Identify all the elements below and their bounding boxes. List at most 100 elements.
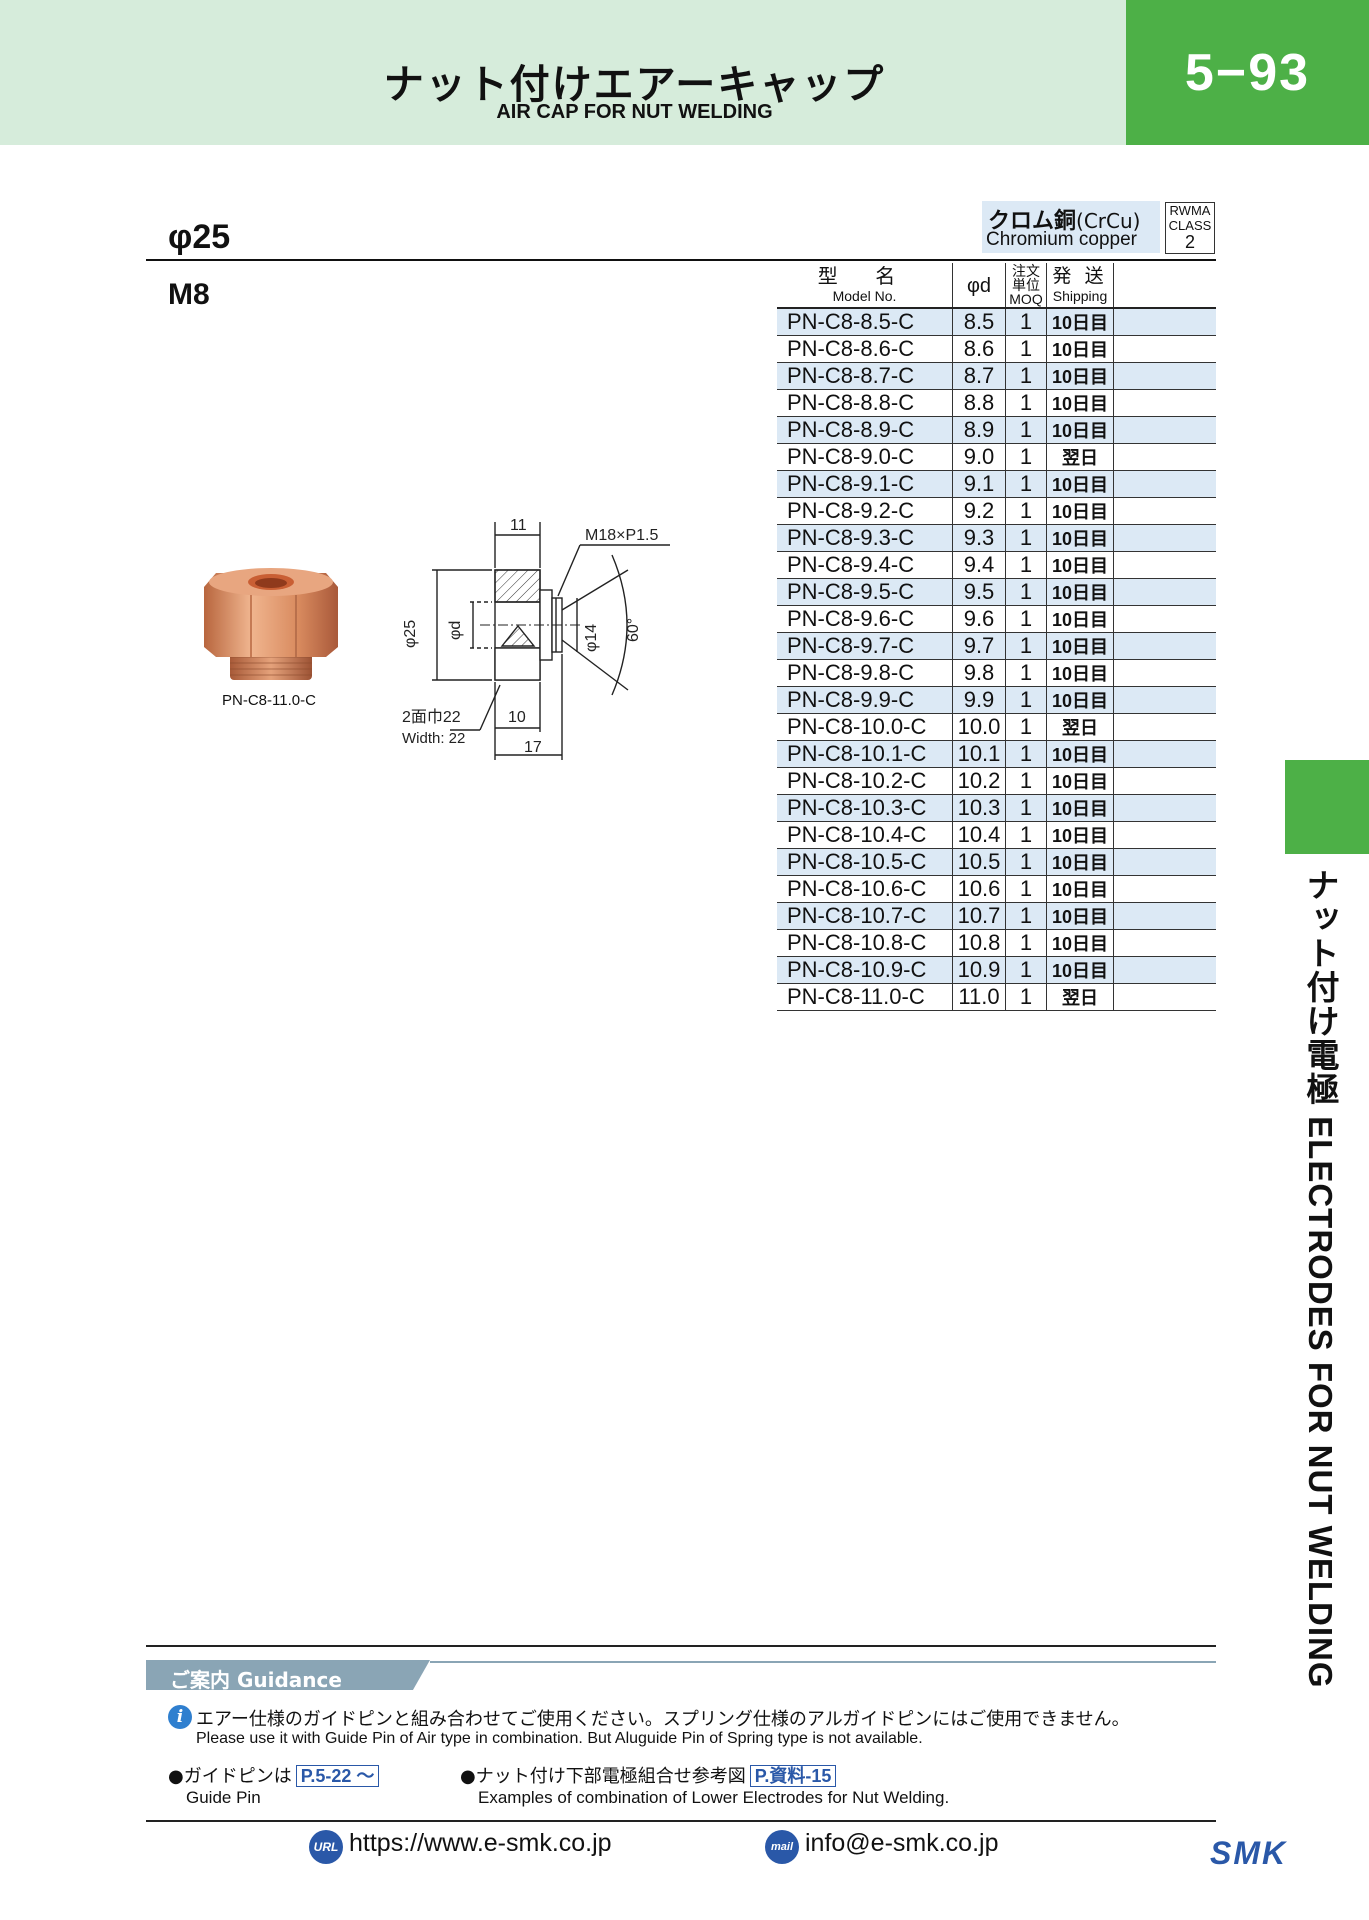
cell-model: PN-C8-10.1-C bbox=[777, 740, 953, 768]
cell-phid: 8.9 bbox=[952, 416, 1006, 444]
cell-blank bbox=[1113, 335, 1216, 363]
cell-model: PN-C8-9.5-C bbox=[777, 578, 953, 606]
header-model-ja: 型 名 bbox=[817, 266, 912, 288]
cell-blank bbox=[1113, 902, 1216, 930]
guide-pin-en: Guide Pin bbox=[186, 1788, 261, 1807]
footer-email[interactable]: info@e-smk.co.jp bbox=[805, 1829, 999, 1857]
guide-pin-label: ●ガイドピンは bbox=[168, 1766, 292, 1787]
cell-blank bbox=[1113, 659, 1216, 687]
cell-blank bbox=[1113, 362, 1216, 390]
cell-model: PN-C8-10.7-C bbox=[777, 902, 953, 930]
cell-moq: 1 bbox=[1005, 308, 1047, 336]
material-name: クロム銅 bbox=[988, 209, 1077, 234]
cell-phid: 10.2 bbox=[952, 767, 1006, 795]
cell-phid: 10.9 bbox=[952, 956, 1006, 984]
guidance-tag-label: ご案内 Guidance bbox=[170, 1668, 342, 1692]
cell-blank bbox=[1113, 632, 1216, 660]
product-photo bbox=[204, 568, 338, 680]
cell-moq: 1 bbox=[1005, 848, 1047, 876]
header-moq-ja2: 単位 bbox=[1012, 277, 1040, 293]
cell-blank bbox=[1113, 929, 1216, 957]
cell-phid: 9.5 bbox=[952, 578, 1006, 606]
section-rule bbox=[146, 259, 1216, 261]
url-icon: URL bbox=[309, 1830, 343, 1864]
guidance-line bbox=[430, 1661, 1216, 1663]
header-phid-label: φd bbox=[966, 275, 992, 297]
cell-model: PN-C8-9.3-C bbox=[777, 524, 953, 552]
cell-model: PN-C8-9.0-C bbox=[777, 443, 953, 471]
technical-drawing: 11 M18×P1.5 φ25 φd φ14 60° 2面巾22 Width: … bbox=[402, 517, 670, 760]
mail-icon: mail bbox=[765, 1830, 799, 1864]
header-moq-ja1: 注文 bbox=[1012, 263, 1040, 279]
cell-shipping: 10日目 bbox=[1046, 767, 1114, 795]
cell-model: PN-C8-9.6-C bbox=[777, 605, 953, 633]
cell-moq: 1 bbox=[1005, 956, 1047, 984]
cell-shipping: 10日目 bbox=[1046, 632, 1114, 660]
cell-shipping: 10日目 bbox=[1046, 308, 1114, 336]
material-name-en: Chromium copper bbox=[986, 229, 1137, 250]
example-link[interactable]: P.資料-15 bbox=[749, 1765, 837, 1787]
cell-moq: 1 bbox=[1005, 659, 1047, 687]
dim-phi14: φ14 bbox=[583, 624, 600, 652]
page-subtitle: AIR CAP FOR NUT WELDING bbox=[496, 101, 773, 123]
cell-moq: 1 bbox=[1005, 335, 1047, 363]
cell-blank bbox=[1113, 389, 1216, 417]
header-model-en: Model No. bbox=[832, 288, 897, 304]
cell-blank bbox=[1113, 416, 1216, 444]
dim-10: 10 bbox=[508, 709, 526, 726]
cell-model: PN-C8-9.4-C bbox=[777, 551, 953, 579]
cell-shipping: 10日目 bbox=[1046, 524, 1114, 552]
model-table: 型 名 Model No. φd 注文 単位 MOQ 発 送 Shipping … bbox=[777, 263, 1216, 1011]
dim-width-ja: 2面巾22 bbox=[402, 708, 461, 726]
photo-caption: PN-C8-11.0-C bbox=[222, 692, 316, 709]
cell-shipping: 10日目 bbox=[1046, 551, 1114, 579]
cell-shipping: 10日目 bbox=[1046, 929, 1114, 957]
cell-blank bbox=[1113, 875, 1216, 903]
dim-top: 11 bbox=[510, 517, 527, 534]
footer-url[interactable]: https://www.e-smk.co.jp bbox=[349, 1829, 612, 1857]
cell-model: PN-C8-10.3-C bbox=[777, 794, 953, 822]
cell-shipping: 10日目 bbox=[1046, 578, 1114, 606]
cell-moq: 1 bbox=[1005, 470, 1047, 498]
cell-model: PN-C8-10.4-C bbox=[777, 821, 953, 849]
cell-phid: 10.6 bbox=[952, 875, 1006, 903]
cell-shipping: 10日目 bbox=[1046, 821, 1114, 849]
cell-shipping: 10日目 bbox=[1046, 605, 1114, 633]
dim-phi25: φ25 bbox=[402, 620, 419, 648]
cell-moq: 1 bbox=[1005, 551, 1047, 579]
cell-model: PN-C8-8.6-C bbox=[777, 335, 953, 363]
cell-model: PN-C8-9.2-C bbox=[777, 497, 953, 525]
cell-moq: 1 bbox=[1005, 605, 1047, 633]
cell-shipping: 10日目 bbox=[1046, 794, 1114, 822]
guidance-rule-bottom bbox=[146, 1820, 1216, 1822]
cell-blank bbox=[1113, 794, 1216, 822]
cell-moq: 1 bbox=[1005, 821, 1047, 849]
cell-model: PN-C8-10.5-C bbox=[777, 848, 953, 876]
cell-phid: 9.7 bbox=[952, 632, 1006, 660]
dim-thread: M18×P1.5 bbox=[585, 527, 658, 544]
cell-shipping: 10日目 bbox=[1046, 497, 1114, 525]
cell-moq: 1 bbox=[1005, 524, 1047, 552]
cell-model: PN-C8-8.7-C bbox=[777, 362, 953, 390]
dim-angle: 60° bbox=[625, 618, 642, 642]
cell-phid: 11.0 bbox=[952, 983, 1006, 1011]
cell-phid: 10.0 bbox=[952, 713, 1006, 741]
header-blank bbox=[1113, 263, 1216, 309]
guide-pin-link[interactable]: P.5-22 〜 bbox=[295, 1765, 380, 1787]
